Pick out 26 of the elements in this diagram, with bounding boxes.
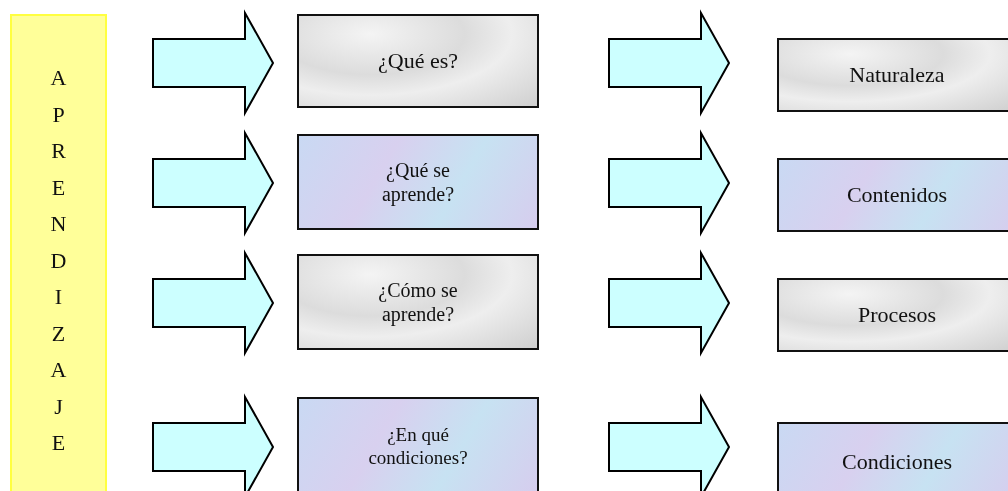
block-arrow (608, 393, 731, 491)
question-box (297, 134, 539, 230)
box-label: ¿Qué es? (377, 47, 459, 75)
question-box (297, 254, 539, 350)
box-label: Procesos (856, 301, 938, 329)
block-arrow (152, 129, 275, 237)
box-label: ¿Qué se aprende? (380, 158, 456, 206)
box-label: Contenidos (845, 181, 949, 209)
box-label: ¿Cómo se aprende? (377, 278, 459, 326)
block-arrow (608, 249, 731, 357)
question-box (297, 397, 539, 491)
box-label: ¿En qué condiciones? (367, 424, 469, 470)
answer-box (777, 422, 1008, 491)
block-arrow (608, 129, 731, 237)
block-arrow (152, 393, 275, 491)
block-arrow (152, 9, 275, 117)
answer-box (777, 38, 1008, 112)
box-label: Naturaleza (848, 61, 946, 89)
box-label: Condiciones (841, 448, 953, 476)
vertical-title: APRENDIZAJE (50, 64, 67, 457)
title-bar (10, 14, 107, 491)
question-box (297, 14, 539, 108)
block-arrow (152, 249, 275, 357)
block-arrow (608, 9, 731, 117)
answer-box (777, 278, 1008, 352)
answer-box (777, 158, 1008, 232)
